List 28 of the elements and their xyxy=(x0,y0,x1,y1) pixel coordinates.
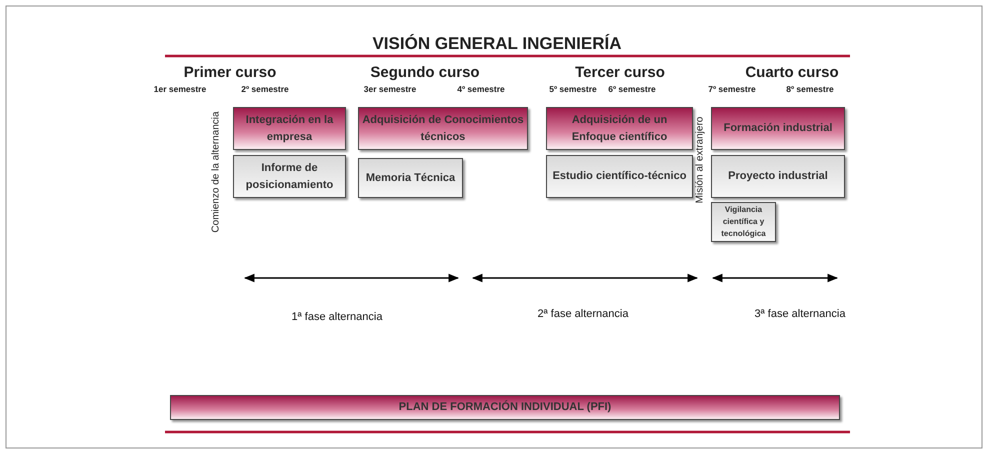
semester-label: 4º semestre xyxy=(457,84,505,94)
vertical-label: Comienzo de la alternancia xyxy=(210,111,222,233)
semester-label: 7º semestre xyxy=(708,84,756,94)
semester-label: 8º semestre xyxy=(786,84,834,94)
stage-box: Informe de posicionamiento xyxy=(233,155,346,198)
course-heading: Primer curso xyxy=(184,64,276,81)
title: VISIÓN GENERAL INGENIERÍA xyxy=(372,34,622,54)
semester-label: 1er semestre xyxy=(154,84,206,94)
course-heading: Cuarto curso xyxy=(745,64,839,81)
stage-box: Integración en la empresa xyxy=(233,107,346,150)
course-heading: Tercer curso xyxy=(575,64,665,81)
course-heading: Segundo curso xyxy=(370,64,480,81)
semester-label: 5º semestre xyxy=(549,84,597,94)
stage-box: Adquisición de Conocimientos técnicos xyxy=(358,107,528,150)
vertical-label: Misión al extranjero xyxy=(694,116,706,204)
stage-box: Memoria Técnica xyxy=(358,158,463,198)
phase-label: 2ª fase alternancia xyxy=(538,308,628,320)
stage-box: Formación industrial xyxy=(711,107,845,150)
semester-label: 6º semestre xyxy=(608,84,656,94)
plan-bar: PLAN DE FORMACIÓN INDIVIDUAL (PFI) xyxy=(170,395,840,420)
stage-box: Vigilancia científica y tecnológica xyxy=(711,202,776,242)
semester-label: 3er semestre xyxy=(364,84,416,94)
phase-label: 3ª fase alternancia xyxy=(754,308,846,320)
stage-box: Estudio científico-técnico xyxy=(546,155,693,198)
phase-label: 1ª fase alternancia xyxy=(292,311,382,323)
semester-label: 2º semestre xyxy=(241,84,289,94)
stage-box: Adquisición de un Enfoque científico xyxy=(546,107,693,150)
stage-box: Proyecto industrial xyxy=(711,155,845,198)
